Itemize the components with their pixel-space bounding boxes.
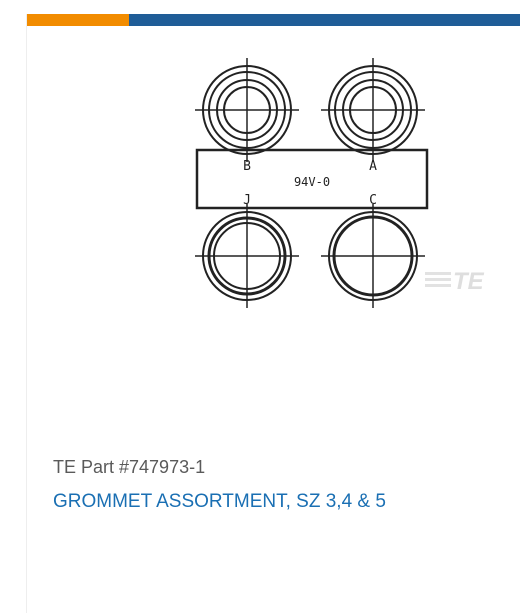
drawing-label-center: 94V-0 (294, 175, 330, 189)
drawing-label-bottom-left: J (243, 193, 251, 208)
strip-body (195, 148, 429, 210)
grommet-bottom-right (321, 204, 425, 308)
te-logo-text: TE (453, 268, 485, 295)
accent-bar (27, 14, 520, 26)
product-card[interactable]: B A 94V-0 J C TE TE Part #747973-1 GROMM… (26, 14, 520, 613)
product-title-link[interactable]: GROMMET ASSORTMENT, SZ 3,4 & 5 (53, 491, 386, 512)
grommet-top-left (195, 58, 299, 162)
grommet-bottom-left (195, 204, 299, 308)
grommet-top-right (321, 58, 425, 162)
te-logo-watermark: TE (425, 268, 485, 295)
drawing-label-bottom-right: C (369, 193, 377, 208)
accent-bar-blue (129, 14, 520, 26)
part-number: TE Part #747973-1 (53, 457, 206, 477)
product-image[interactable]: B A 94V-0 J C TE (177, 48, 507, 320)
drawing-label-top-left: B (243, 159, 251, 174)
grommet-assortment-drawing-icon (195, 58, 429, 308)
accent-bar-orange (27, 14, 129, 26)
drawing-label-top-right: A (369, 159, 377, 174)
